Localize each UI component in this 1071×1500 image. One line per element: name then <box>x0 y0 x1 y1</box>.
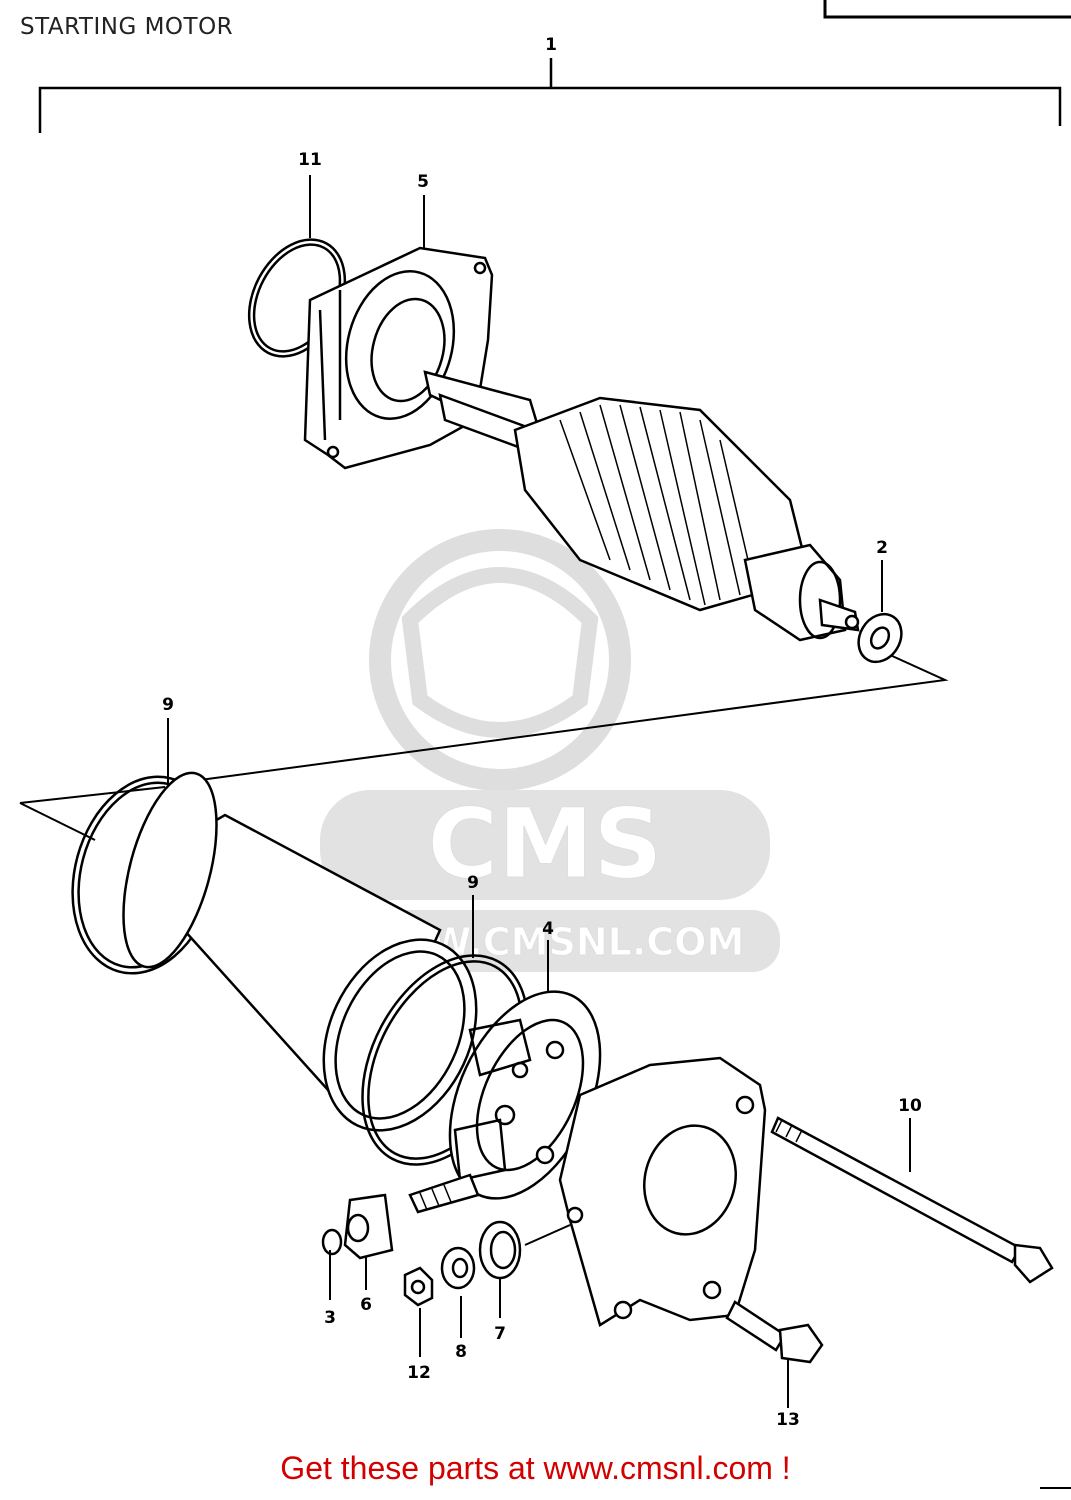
callout-9-right: 9 <box>467 873 479 893</box>
callout-3: 3 <box>324 1308 336 1328</box>
front-cover-5 <box>303 246 494 470</box>
washer-3 <box>321 1228 343 1256</box>
assembly-bracket <box>38 58 1062 133</box>
callout-8: 8 <box>455 1342 467 1362</box>
terminal-bolt <box>408 1173 480 1214</box>
washer-8 <box>440 1246 476 1290</box>
washer-2 <box>857 612 903 664</box>
callout-6: 6 <box>360 1295 372 1315</box>
rear-cover <box>558 1056 767 1327</box>
callout-10: 10 <box>898 1096 922 1116</box>
terminal-insulator-6 <box>343 1193 394 1260</box>
nut-12 <box>403 1266 434 1307</box>
callout-7: 7 <box>494 1324 506 1344</box>
footer-link-text[interactable]: Get these parts at www.cmsnl.com ! <box>280 1450 791 1486</box>
callout-1: 1 <box>545 35 557 55</box>
callout-13: 13 <box>776 1410 800 1430</box>
callout-11: 11 <box>298 150 322 170</box>
callout-2: 2 <box>876 538 888 558</box>
callout-5: 5 <box>417 172 429 192</box>
armature <box>423 370 860 642</box>
long-bolt-10 <box>770 1116 1054 1284</box>
callout-12: 12 <box>407 1363 431 1383</box>
diagram-title: STARTING MOTOR <box>20 14 234 40</box>
bolt-13 <box>725 1300 824 1364</box>
yoke-housing <box>122 771 478 1132</box>
callout-9-left: 9 <box>162 695 174 715</box>
watermark-brand: CMS <box>427 788 662 900</box>
o-ring-7 <box>478 1220 522 1280</box>
callout-4: 4 <box>542 919 554 939</box>
frame-border <box>823 0 1071 1489</box>
projection-lines <box>19 654 949 841</box>
